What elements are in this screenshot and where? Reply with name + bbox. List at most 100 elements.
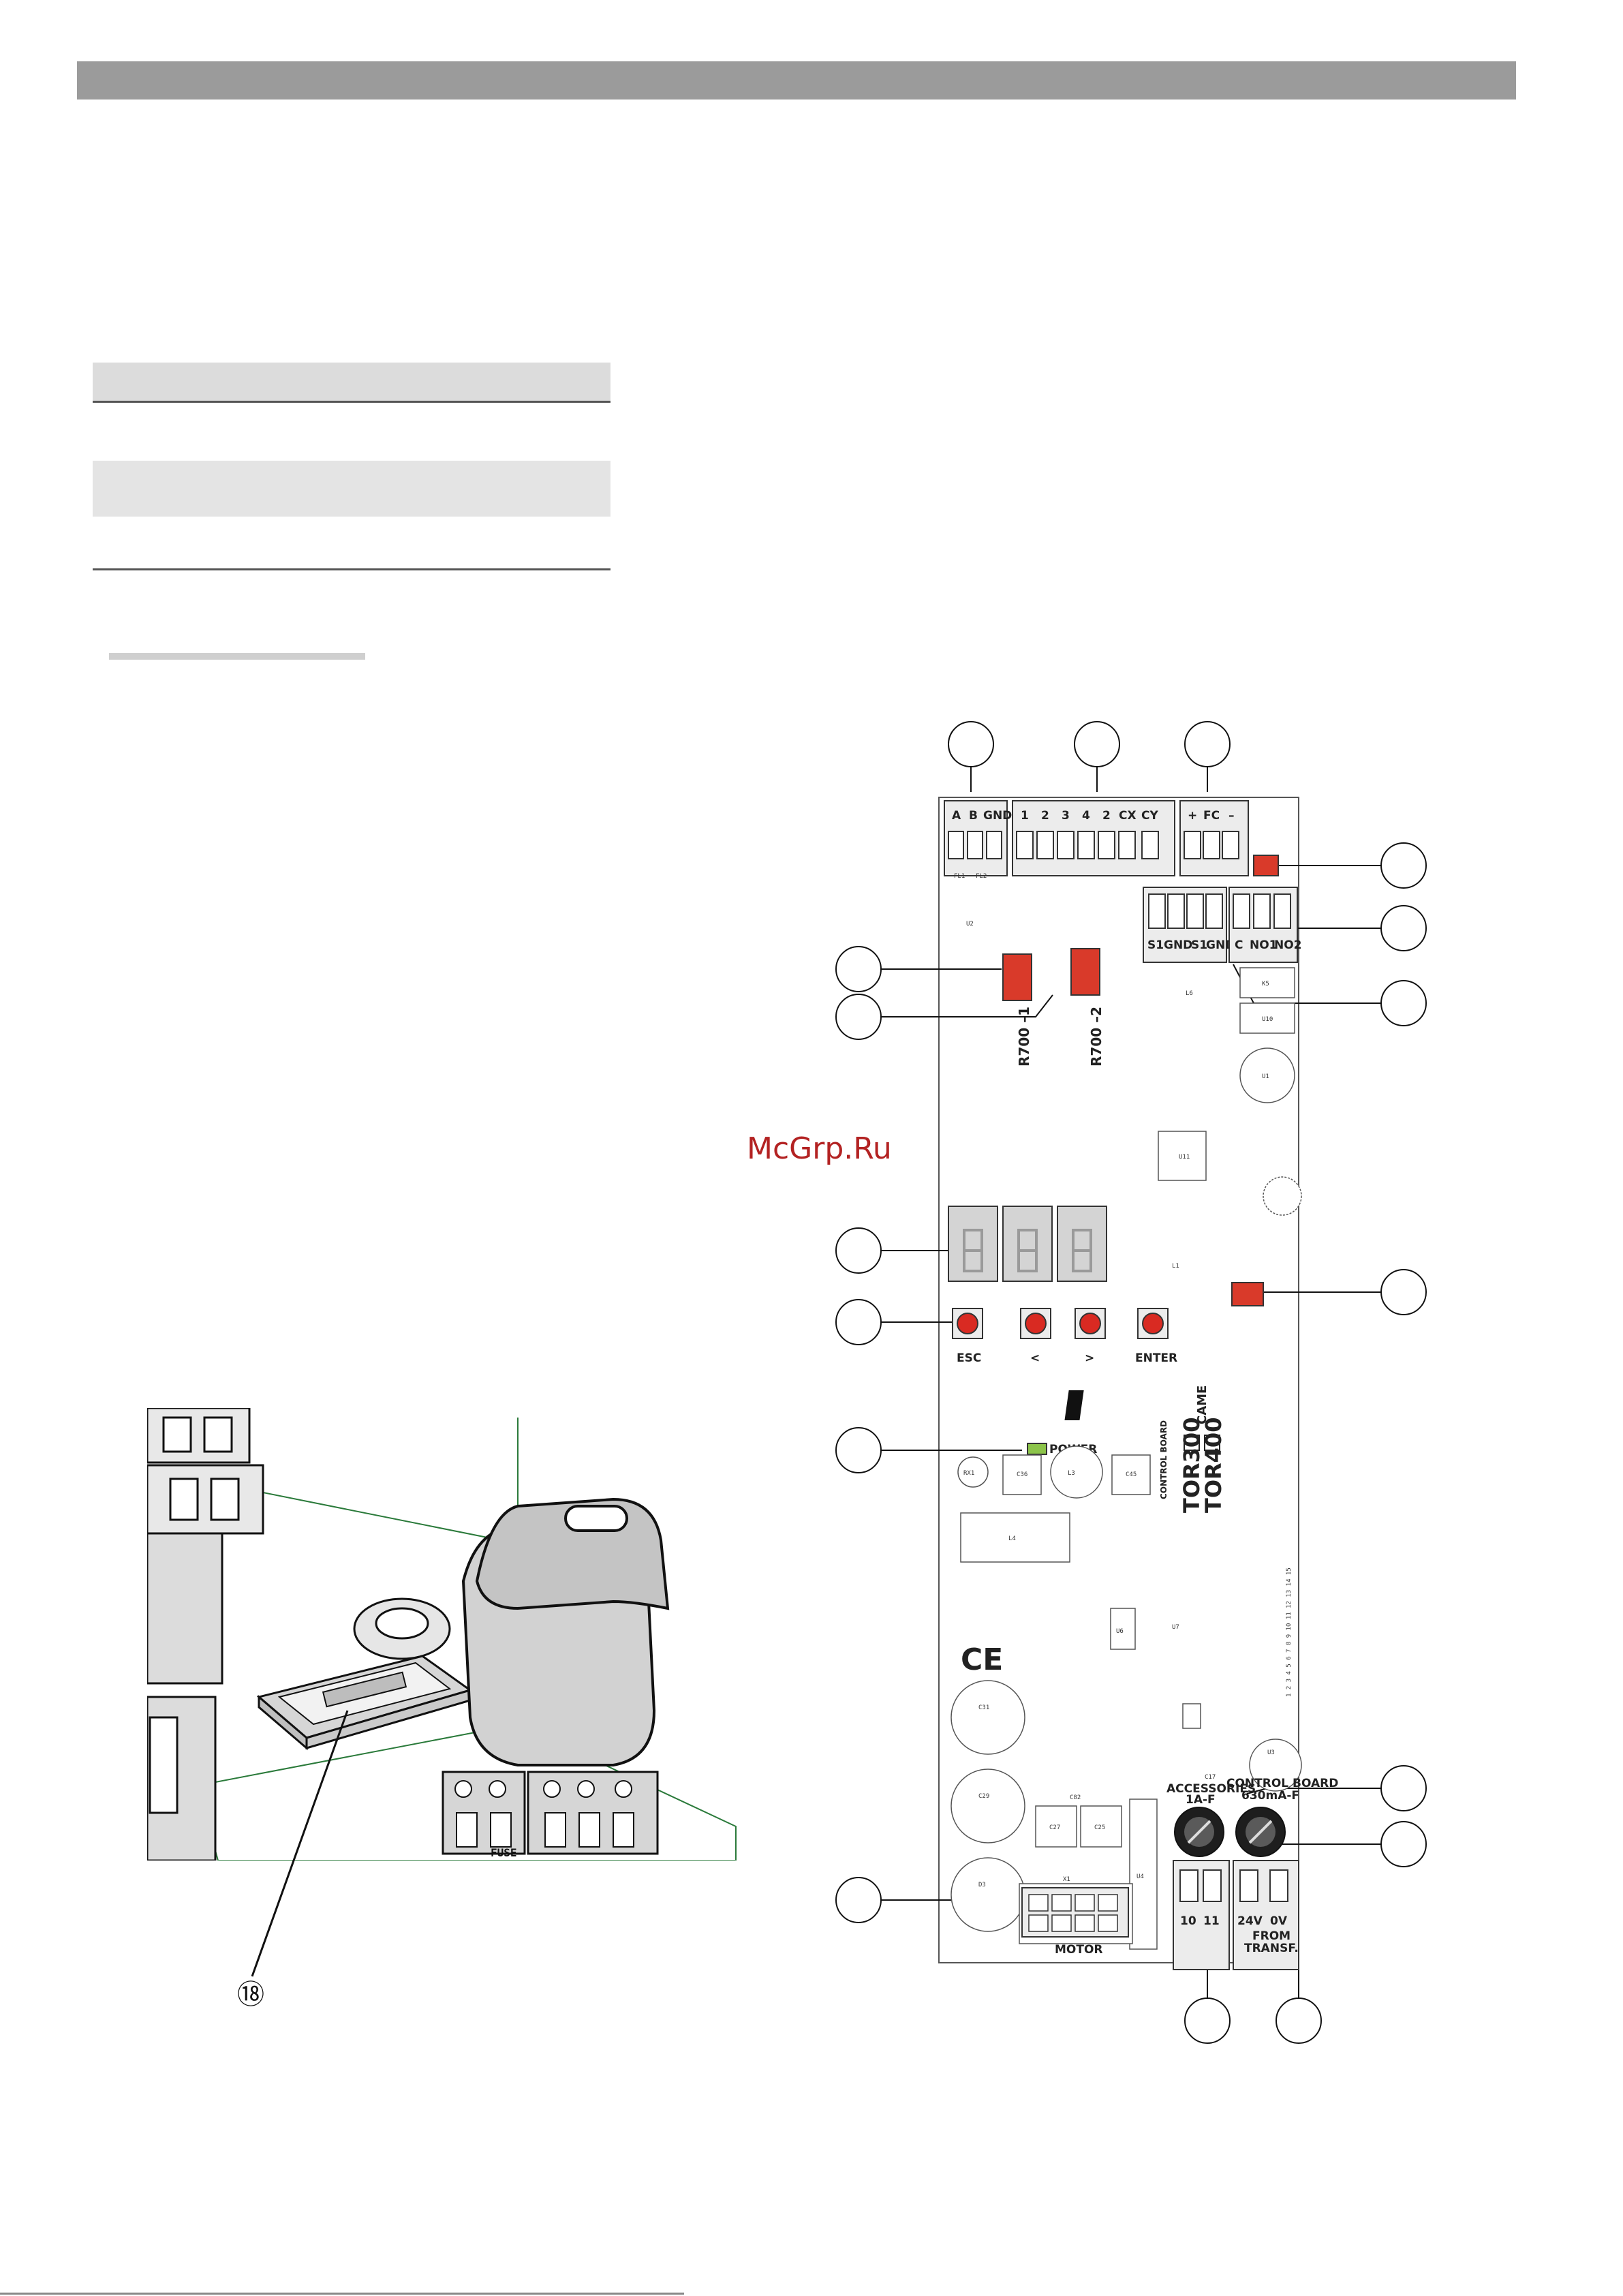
terminal-label-gndb: GND	[1206, 938, 1235, 952]
silk-rx1: L4	[1008, 1535, 1016, 1542]
terminal-label-s1a: S1	[1147, 938, 1164, 952]
terminal-label-24v: 24V	[1237, 1914, 1263, 1928]
fuse-control-label: CONTROL BOARD	[1226, 1777, 1338, 1790]
receiver-module	[461, 1497, 670, 1766]
jumper-connector-top	[1253, 855, 1279, 876]
silk-v3: C17	[1205, 1774, 1216, 1781]
silk-c82: X1	[1063, 1876, 1070, 1883]
model-tor400: TOR400	[1201, 1418, 1226, 1513]
button-label-left: <	[1030, 1351, 1040, 1365]
terminal-label-no1: NO1	[1250, 938, 1278, 952]
silk-u11: L1	[1172, 1263, 1179, 1270]
button-label-enter: ENTER	[1135, 1351, 1177, 1365]
power-led	[1027, 1443, 1047, 1455]
terminal-label-s1b: S1	[1191, 938, 1207, 952]
silk-k3: K5	[1262, 981, 1269, 988]
terminal-label-fc: FC	[1203, 809, 1220, 823]
silk-c31: D3	[978, 1882, 986, 1888]
table-bottom-rule	[93, 568, 610, 570]
terminal-block-bottom: FUSE	[442, 1771, 659, 1859]
watermark-text: McGrp.Ru	[747, 1131, 892, 1166]
relay-k5	[1239, 1002, 1295, 1034]
silk-c36: RX1	[963, 1470, 974, 1477]
svg-text:1 2 3 4 5 6 7 8 9 10 11 12 13: 1 2 3 4 5 6 7 8 9 10 11 12 13 14 15	[1286, 1567, 1293, 1697]
enter-button[interactable]	[1142, 1313, 1164, 1334]
terminal-label-a: A	[952, 809, 961, 823]
terminal-label-gnd: GND	[983, 809, 1012, 823]
connector-r700-2: R700 –2	[1070, 948, 1104, 1067]
brand-block: CAME CONTROL BOARD TOR300 TOR400	[1064, 1386, 1226, 1513]
button-label-right: >	[1085, 1351, 1094, 1365]
control-board-text: CONTROL BOARD	[1159, 1420, 1169, 1499]
terminal-label-11: 11	[1203, 1914, 1220, 1928]
silk-c45: L3	[1068, 1470, 1075, 1477]
silk-c25: C29	[978, 1793, 989, 1800]
connector-r700-1: R700 –1	[1002, 953, 1032, 1067]
trimmer-v	[1263, 1176, 1302, 1216]
dip-numbers: 1 2 3 4 5 6 7 8 9 10 11 12 13 14 15	[1286, 1567, 1293, 1697]
fuse-accessories: ACCESSORIES 1A-F	[1166, 1782, 1256, 1857]
silk-u5: U7	[1172, 1624, 1179, 1631]
callout-leader	[251, 1710, 349, 1977]
terminal-label-gnda: GND	[1164, 938, 1192, 952]
terminal-label-1: 1	[1021, 809, 1029, 823]
terminal-label-2b: 2	[1102, 809, 1111, 823]
terminal-label-minus: –	[1228, 809, 1235, 823]
terminal-s1: S1 GND S1 GND	[1143, 887, 1235, 963]
grommet	[353, 1597, 451, 1660]
left-button[interactable]	[1025, 1313, 1047, 1334]
silk-l3: C27	[1049, 1824, 1060, 1831]
silk-c29: U3	[1267, 1749, 1275, 1756]
board-edge-top	[256, 1490, 519, 1544]
button-label-esc: ESC	[957, 1351, 981, 1365]
transf-label: TRANSF.	[1244, 1942, 1299, 1955]
terminal-label-c: C	[1235, 938, 1243, 952]
spare-fuse-holder	[256, 1655, 473, 1751]
terminal-contacts: C NO1 NO2	[1228, 887, 1302, 963]
chip-u1	[1158, 1131, 1207, 1181]
motor-label: MOTOR	[1055, 1943, 1103, 1957]
callout-circles	[835, 721, 1427, 2044]
fuse-accessories-label: ACCESSORIES	[1166, 1782, 1256, 1796]
terminal-rs485: A B GND	[944, 800, 1012, 876]
right-button[interactable]	[1079, 1313, 1101, 1334]
model-tor300: TOR300	[1179, 1418, 1205, 1513]
ce-mark: CE	[961, 1642, 1003, 1677]
fuse-accessories-rating: 1A-F	[1186, 1793, 1216, 1807]
fuse-detail-illustration: FUSE ⑱	[147, 1408, 737, 2010]
silk-fl2: FL2	[976, 873, 987, 880]
silk-u1: U11	[1179, 1154, 1190, 1161]
silk-l4: C25	[1094, 1824, 1105, 1831]
terminal-fc: + FC –	[1179, 800, 1249, 876]
control-board-diagram: A B GND 1 2 3 4 2 CX CY + FC –	[835, 721, 1427, 2044]
terminal-accessories: 10 11	[1173, 1860, 1230, 1970]
inductor-l6	[1239, 1047, 1295, 1103]
table-header-band	[93, 363, 610, 403]
callout-number: ⑱	[237, 1979, 264, 2010]
motor-connector: MOTOR	[1021, 1887, 1129, 1957]
footer-rule	[0, 2293, 684, 2295]
header-bar	[77, 61, 1516, 100]
board-outline	[938, 797, 1299, 1963]
button-row: ESC < > ENTER	[952, 1308, 1177, 1365]
fuse-control-board: CONTROL BOARD 630mA-F	[1226, 1777, 1338, 1857]
silk-fl1: FL1	[954, 873, 965, 880]
label-r700-2: R700 –2	[1088, 1007, 1104, 1067]
terminal-label-10: 10	[1180, 1914, 1196, 1928]
silk-k5: U10	[1262, 1016, 1273, 1023]
esc-button[interactable]	[957, 1313, 978, 1334]
silk-l6: U1	[1262, 1073, 1269, 1080]
display-panel	[948, 1206, 1107, 1282]
silk-c17: C82	[1070, 1794, 1081, 1801]
terminal-label-3: 3	[1062, 809, 1070, 823]
table-row-band	[93, 461, 610, 517]
from-label: FROM	[1252, 1929, 1290, 1943]
fuse-label: FUSE	[491, 1846, 517, 1859]
jumper-connector-mid	[1231, 1282, 1264, 1306]
terminal-inputs: 1 2 3 4 2 CX CY	[1012, 800, 1175, 876]
subheading-rule	[109, 653, 365, 660]
brand-came: CAME	[1195, 1386, 1209, 1424]
terminal-block-left	[147, 1408, 264, 1861]
terminal-label-2: 2	[1041, 809, 1049, 823]
terminal-label-b: B	[969, 809, 978, 823]
